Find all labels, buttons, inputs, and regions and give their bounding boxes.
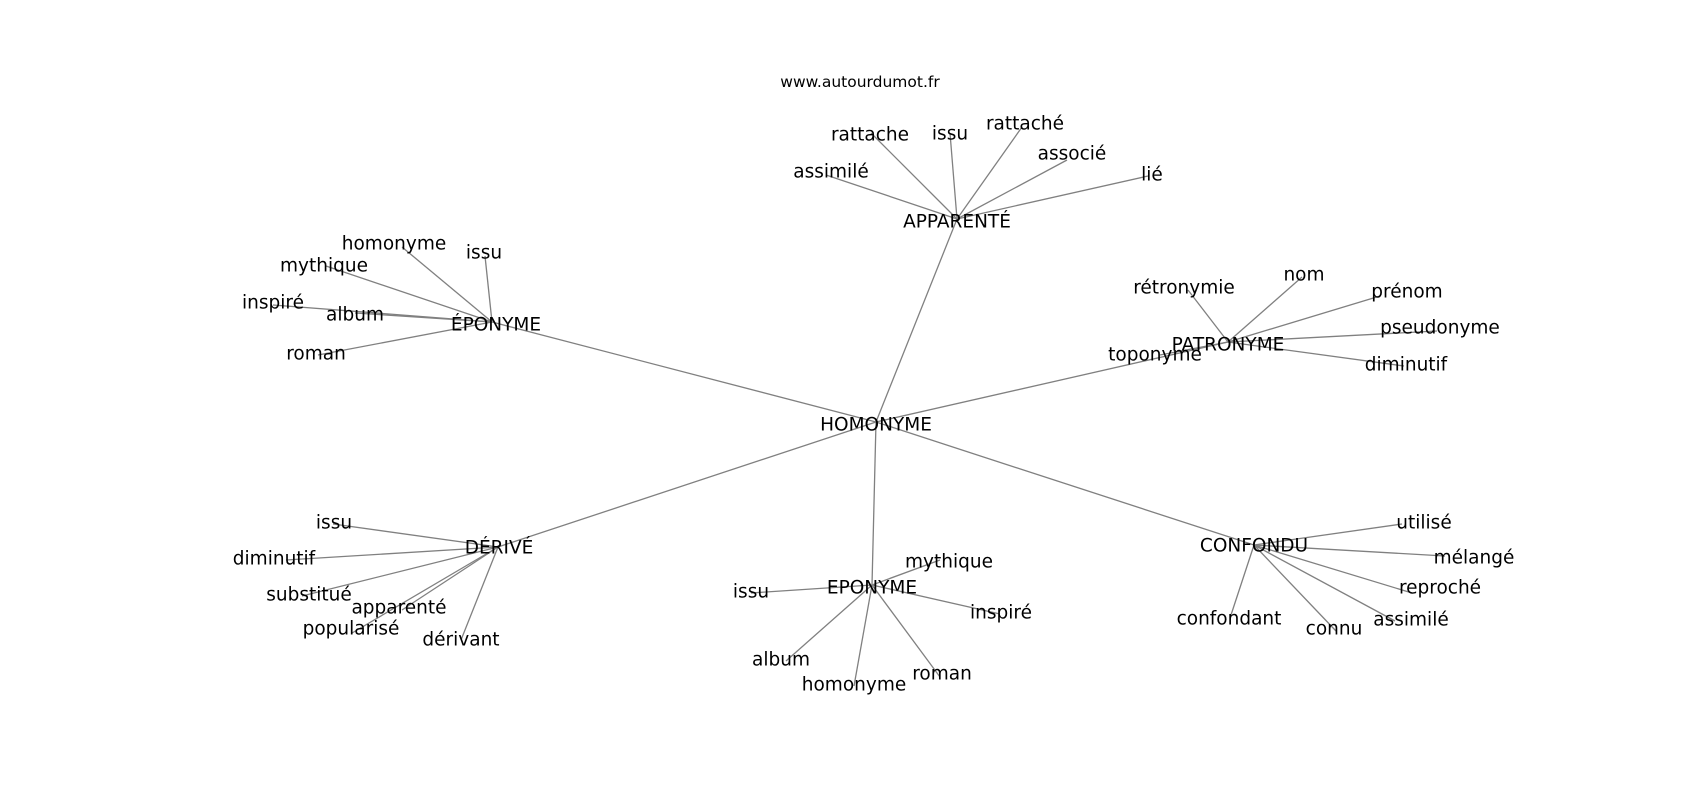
- edge-eponyme-1: [750, 584, 873, 594]
- graph-edges: [272, 126, 1446, 687]
- leaf-node-apparente-0: rattache: [831, 125, 909, 146]
- leaf-node-eponyme-accent-0: homonyme: [342, 234, 446, 255]
- edge-eponyme-accent-1: [484, 255, 493, 323]
- edge-eponyme-0: [871, 559, 941, 586]
- leaf-node-patronyme-2: prénom: [1371, 282, 1442, 303]
- leaf-node-eponyme-accent-1: issu: [466, 243, 502, 264]
- edge-eponyme-accent-0: [401, 246, 493, 323]
- edge-eponyme-2: [871, 584, 1001, 615]
- leaf-node-patronyme-5: diminutif: [1365, 355, 1448, 376]
- edge-apparente-5: [956, 175, 1149, 220]
- edge-confondu-3: [1229, 544, 1255, 619]
- leaf-node-confondu-1: mélangé: [1434, 548, 1515, 569]
- cluster-node-eponyme-accent: ÉPONYME: [451, 314, 541, 336]
- leaf-node-patronyme-3: pseudonyme: [1380, 318, 1500, 339]
- leaf-node-patronyme-0: rétronymie: [1133, 278, 1235, 299]
- leaf-node-patronyme-4: toponyme: [1108, 345, 1202, 366]
- edge-patronyme-1: [1227, 276, 1303, 343]
- edge-root-eponyme: [871, 421, 877, 586]
- leaf-node-confondu-0: utilisé: [1396, 513, 1451, 534]
- leaf-node-apparente-5: lié: [1141, 165, 1163, 186]
- root-node-label: HOMONYME: [820, 415, 932, 436]
- edge-patronyme-4: [1159, 341, 1229, 356]
- edge-eponyme-accent-2: [325, 265, 493, 323]
- edge-apparente-2: [956, 126, 1023, 220]
- leaf-node-eponyme-3: album: [752, 650, 810, 671]
- edge-eponyme-3: [785, 584, 873, 662]
- leaf-node-derive-5: dérivant: [422, 630, 499, 651]
- edge-apparente-3: [956, 159, 1068, 220]
- edge-root-eponyme-accent: [491, 321, 877, 423]
- edge-patronyme-2: [1227, 295, 1381, 343]
- leaf-node-eponyme-accent-4: album: [326, 305, 384, 326]
- edge-eponyme-accent-5: [317, 321, 493, 356]
- edge-eponyme-4: [871, 584, 941, 678]
- site-credit: www.autourdumot.fr: [780, 73, 940, 91]
- edge-confondu-1: [1253, 544, 1446, 557]
- leaf-node-confondu-2: reproché: [1399, 578, 1481, 599]
- edge-apparente-4: [825, 174, 958, 220]
- cluster-node-derive: DÉRIVÉ: [465, 537, 534, 559]
- leaf-node-apparente-2: rattaché: [986, 114, 1064, 135]
- edge-derive-1: [285, 546, 499, 561]
- leaf-node-confondu-3: confondant: [1177, 609, 1282, 630]
- cluster-node-eponyme: EPONYME: [827, 578, 917, 599]
- edge-patronyme-5: [1227, 341, 1405, 367]
- edge-derive-0: [332, 523, 499, 548]
- edge-confondu-5: [1253, 544, 1396, 622]
- edge-root-confondu: [875, 421, 1255, 546]
- leaf-node-eponyme-1: issu: [733, 582, 769, 603]
- leaf-node-patronyme-1: nom: [1283, 265, 1324, 286]
- leaf-node-derive-2: substitué: [266, 585, 352, 606]
- edge-confondu-2: [1253, 544, 1413, 594]
- leaf-node-derive-0: issu: [316, 513, 352, 534]
- leaf-node-apparente-1: issu: [932, 124, 968, 145]
- leaf-node-eponyme-5: homonyme: [802, 675, 906, 696]
- edge-eponyme-5: [853, 584, 873, 687]
- edge-eponyme-accent-4: [354, 312, 493, 323]
- edge-confondu-0: [1253, 523, 1403, 546]
- edge-root-patronyme: [875, 341, 1229, 423]
- edge-derive-5: [460, 546, 499, 641]
- edge-apparente-1: [949, 132, 958, 220]
- edge-apparente-0: [870, 132, 958, 220]
- edge-root-apparente: [875, 218, 958, 423]
- leaf-node-confondu-4: connu: [1306, 619, 1363, 640]
- edge-derive-4: [351, 546, 499, 634]
- edge-confondu-4: [1253, 544, 1337, 632]
- leaf-node-derive-3: apparenté: [351, 598, 446, 619]
- leaf-node-eponyme-4: roman: [912, 664, 972, 685]
- leaf-node-confondu-5: assimilé: [1373, 610, 1448, 631]
- edge-root-derive: [497, 421, 877, 548]
- graph-labels: www.autourdumot.fr HOMONYME APPARENTÉ ratt…: [233, 73, 1515, 696]
- leaf-node-apparente-4: assimilé: [793, 162, 868, 183]
- leaf-node-apparente-3: associé: [1038, 144, 1107, 165]
- edge-patronyme-0: [1187, 289, 1229, 343]
- cluster-node-confondu: CONFONDU: [1200, 536, 1308, 557]
- leaf-node-eponyme-2: inspiré: [970, 603, 1032, 624]
- leaf-node-eponyme-accent-3: inspiré: [242, 293, 304, 314]
- leaf-node-eponyme-accent-5: roman: [286, 344, 346, 365]
- leaf-node-eponyme-accent-2: mythique: [280, 256, 368, 277]
- leaf-node-derive-4: popularisé: [303, 619, 400, 640]
- leaf-node-eponyme-0: mythique: [905, 552, 993, 573]
- edge-derive-3: [401, 546, 499, 611]
- edge-derive-2: [301, 546, 499, 597]
- leaf-node-derive-1: diminutif: [233, 549, 316, 570]
- cluster-node-patronyme: PATRONYME: [1172, 335, 1285, 356]
- edge-patronyme-3: [1227, 330, 1438, 343]
- cluster-node-apparente: APPARENTÉ: [903, 211, 1011, 233]
